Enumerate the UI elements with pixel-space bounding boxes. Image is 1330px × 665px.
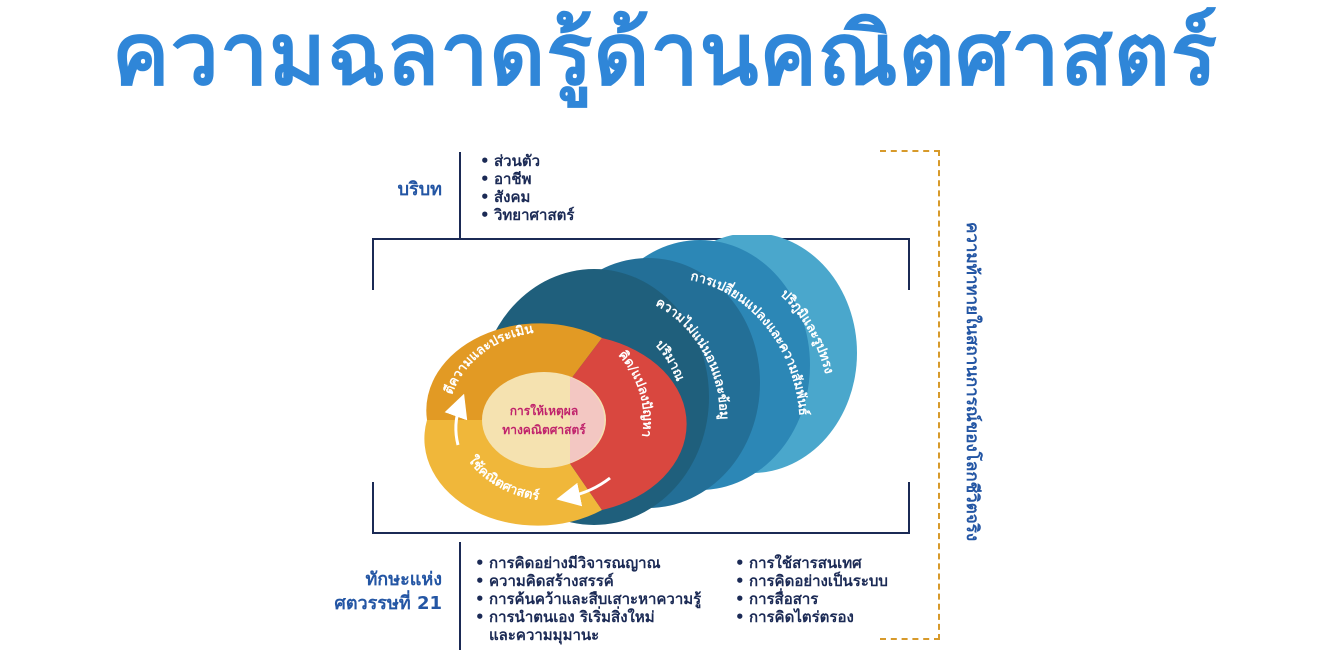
skill-item: การค้นคว้าและสืบเสาะหาความรู้	[475, 590, 701, 608]
cycle-arrow-bottom	[556, 476, 611, 507]
skills-list-col1: การคิดอย่างมีวิจารณญาณ ความคิดสร้างสรรค์…	[475, 554, 701, 644]
center-right-half	[570, 377, 605, 463]
skill-item-continuation: และความมุมานะ	[489, 626, 600, 644]
frame-right-top	[908, 238, 910, 290]
page-title: ความฉลาดรู้ด้านคณิตศาสตร์	[112, 5, 1218, 105]
frame-left-bottom	[372, 482, 374, 534]
skill-item: การคิดไตร่ตรอง	[735, 608, 888, 626]
skill-item: การใช้สารสนเทศ	[735, 554, 888, 572]
frame-bottom	[372, 532, 910, 534]
frame-right-bottom	[908, 482, 910, 534]
math-literacy-diagram: ปริภูมิและรูปทรง การเปลี่ยนแปลงและความสั…	[370, 235, 857, 526]
frame-top	[372, 238, 910, 240]
challenge-bracket	[880, 150, 940, 640]
context-item: วิทยาศาสตร์	[480, 206, 574, 224]
skills-divider	[459, 542, 461, 650]
context-divider	[459, 152, 461, 238]
challenge-label: ความท้าทายในสถานการณ์ของโลกชีวิตจริง	[962, 222, 982, 542]
context-item: ส่วนตัว	[480, 152, 574, 170]
skills-list-col2: การใช้สารสนเทศ การคิดอย่างเป็นระบบ การสื…	[735, 554, 888, 626]
context-item: อาชีพ	[480, 170, 574, 188]
context-list: ส่วนตัว อาชีพ สังคม วิทยาศาสตร์	[480, 152, 574, 224]
cycle-arrow-left	[444, 393, 468, 446]
skills-label: ทักษะแห่ง ศตวรรษที่ 21	[300, 568, 442, 616]
skills-label-line1: ทักษะแห่ง	[365, 569, 442, 590]
skills-label-line2: ศตวรรษที่ 21	[334, 593, 442, 614]
center-label-line2: ทางคณิตศาสตร์	[502, 423, 586, 437]
skill-item: การคิดอย่างมีวิจารณญาณ	[475, 554, 701, 572]
frame-left-top	[372, 238, 374, 290]
center-label-line1: การให้เหตุผล	[510, 403, 578, 419]
context-label: บริบท	[397, 179, 442, 200]
skill-item: ความคิดสร้างสรรค์	[475, 572, 701, 590]
context-item: สังคม	[480, 188, 574, 206]
skill-item: การสื่อสาร	[735, 590, 888, 608]
skill-item: การนำตนเอง ริเริ่มสิ่งใหม่	[475, 608, 701, 626]
skill-item: การคิดอย่างเป็นระบบ	[735, 572, 888, 590]
